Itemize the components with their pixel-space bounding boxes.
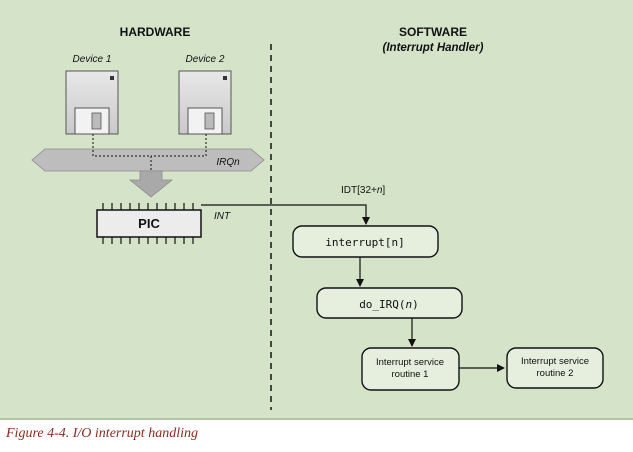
floppy-disk-icon <box>65 70 119 135</box>
interrupt-n-box <box>292 225 439 258</box>
figure-caption: Figure 4-4. I/O interrupt handling <box>6 426 198 441</box>
floppy-disk-icon <box>178 70 232 135</box>
isr-2-box <box>506 347 604 389</box>
device-1-label: Device 1 <box>73 54 112 65</box>
interrupt-n-label: interrupt[n] <box>325 236 404 249</box>
pic-label: PIC <box>138 216 160 231</box>
figure-panel: HARDWARE SOFTWARE (Interrupt Handler) De… <box>0 0 633 420</box>
isr-2-line-2: routine 2 <box>537 368 574 379</box>
int-label: INT <box>214 211 231 222</box>
do-irq-label: do_IRQ(n) <box>359 298 419 311</box>
isr-1-box <box>361 347 460 391</box>
isr-2-line-1: Interrupt service <box>521 356 589 367</box>
bus-to-pic-arrow <box>128 170 174 198</box>
idt-label: IDT[32+n] <box>341 185 385 196</box>
pic-chip: PIC <box>96 203 202 244</box>
software-subheader: (Interrupt Handler) <box>383 42 484 54</box>
int-connector <box>201 204 370 225</box>
isr-1-line-1: Interrupt service <box>376 357 444 368</box>
isr-1-line-2: routine 1 <box>392 369 429 380</box>
software-header: SOFTWARE <box>399 25 467 39</box>
interrupt-diagram: HARDWARE SOFTWARE (Interrupt Handler) De… <box>31 25 604 410</box>
bus-label: IRQn <box>216 157 240 168</box>
device-2-label: Device 2 <box>186 54 225 65</box>
do-irq-box <box>316 287 463 319</box>
hardware-header: HARDWARE <box>120 25 191 39</box>
